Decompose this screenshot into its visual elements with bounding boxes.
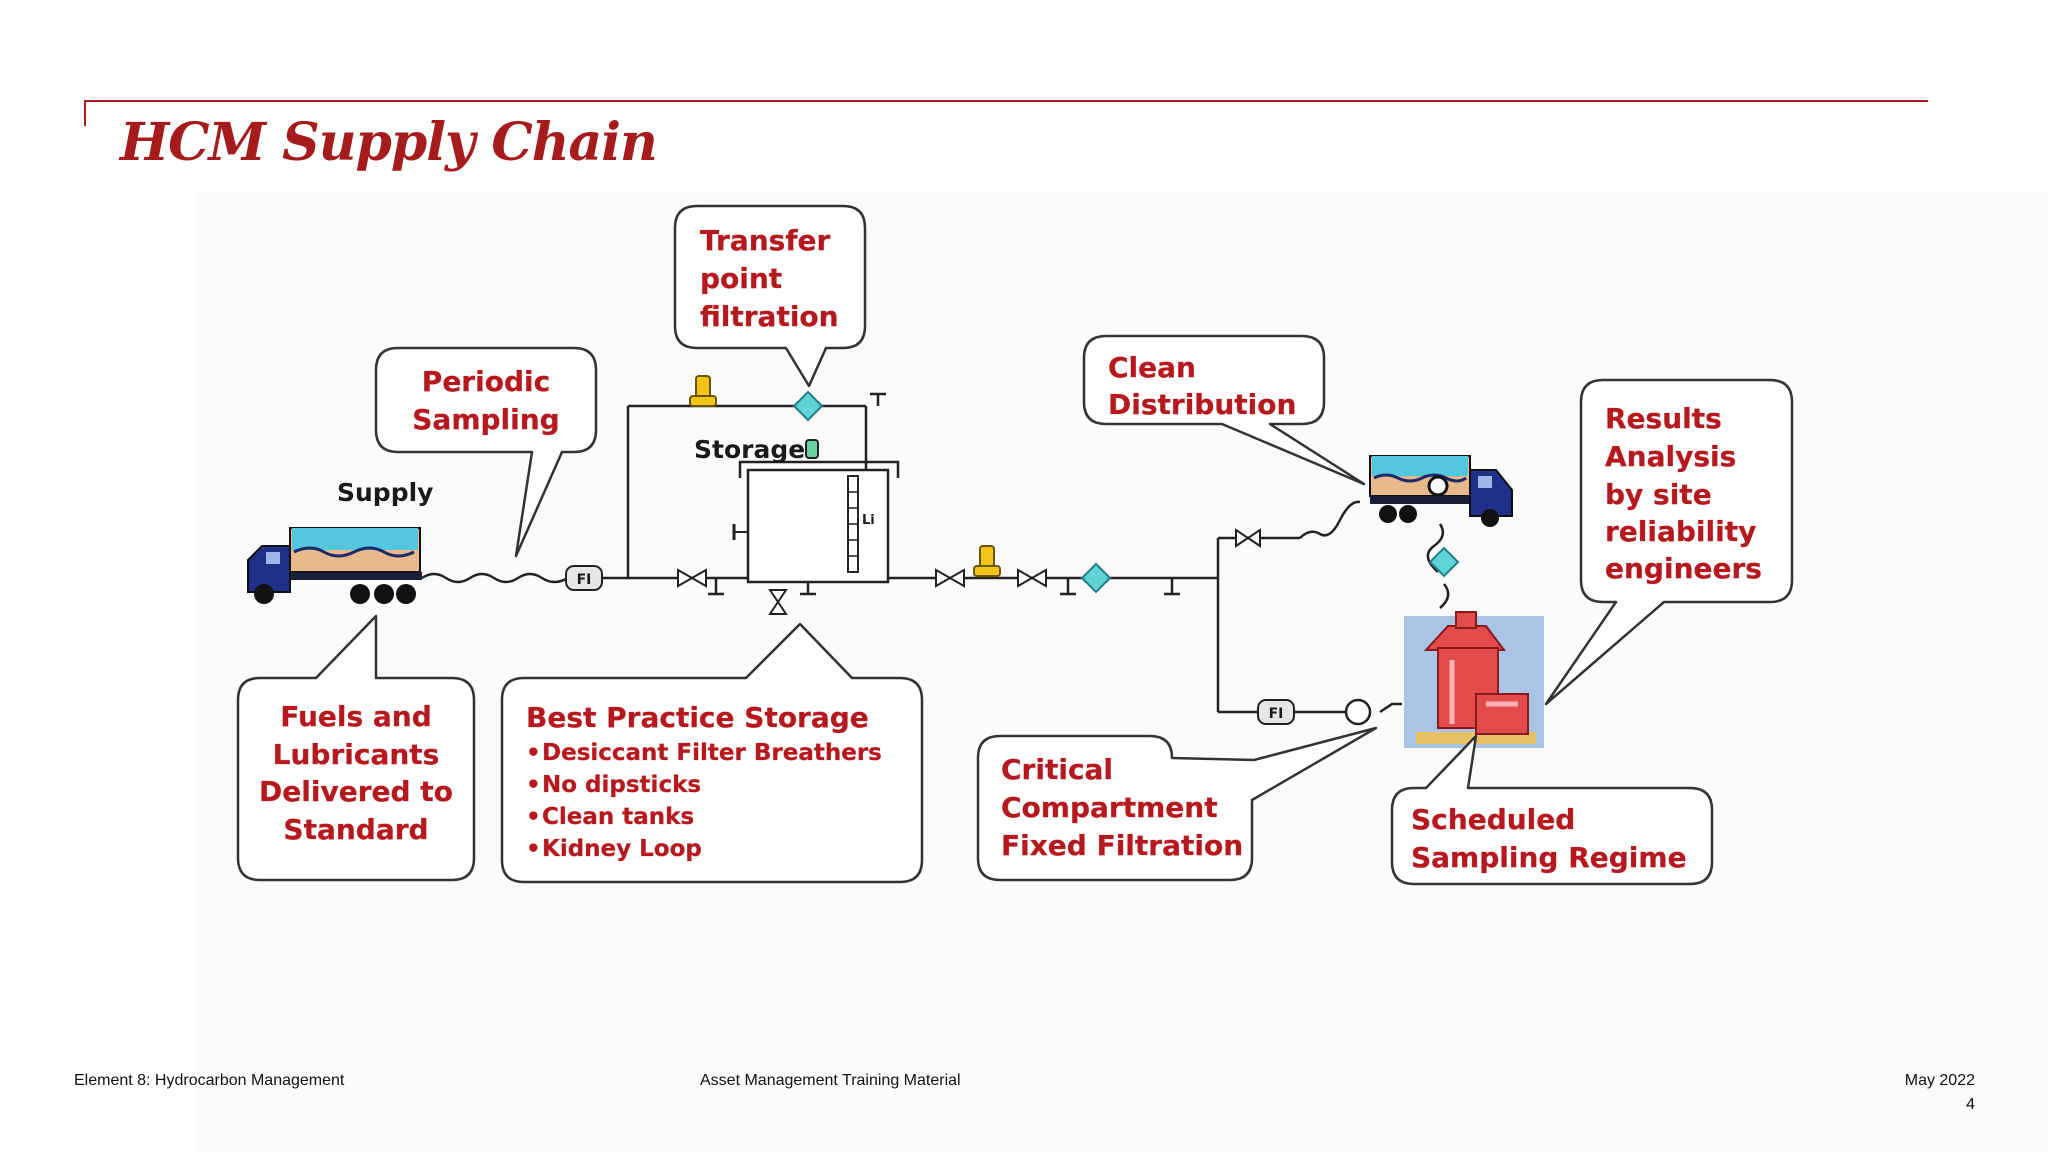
callout-bubbles — [236, 204, 1794, 886]
title-rule — [84, 100, 1928, 102]
best-practice-bullet-1: Desiccant Filter Breathers — [542, 740, 882, 766]
fuels-line-3: Delivered to — [259, 775, 453, 808]
clean-callout: Clean Distribution — [1108, 351, 1297, 422]
supply-label: Supply — [337, 478, 433, 507]
best-practice-heading: Best Practice Storage — [526, 701, 869, 734]
svg-text:•: • — [526, 772, 541, 798]
scheduled-callout: Scheduled Sampling Regime — [1411, 803, 1687, 875]
supply-hose — [421, 572, 569, 584]
svg-text:•: • — [526, 740, 541, 766]
clean-callout-shape — [1082, 334, 1366, 486]
periodic-line-2: Sampling — [412, 403, 559, 436]
results-line-1: Results — [1605, 402, 1722, 435]
scheduled-line-1: Scheduled — [1411, 803, 1575, 836]
breather-icon — [805, 439, 819, 459]
distribution-filter-icon — [1080, 562, 1112, 594]
periodic-line-1: Periodic — [422, 365, 550, 398]
results-callout: Results Analysis by site reliability eng… — [1605, 402, 1763, 586]
distribution-hose — [1299, 500, 1361, 539]
transfer-callout: Transfer point filtration — [700, 224, 839, 334]
fuels-callout-shape — [236, 614, 476, 882]
slide-title: HCM Supply Chain — [120, 112, 658, 173]
gate-valve-icons — [677, 528, 1261, 615]
sampling-filter-icon — [1428, 546, 1460, 578]
drain-valve-icons — [708, 392, 1180, 596]
storage-tank: Li — [732, 460, 900, 584]
transfer-line-1: Transfer — [700, 224, 830, 257]
svg-text:FI: FI — [1269, 706, 1284, 722]
filter-diamond-icons — [792, 390, 1460, 594]
critical-line-2: Compartment — [1001, 791, 1218, 824]
results-line-2: Analysis — [1605, 440, 1736, 473]
scheduled-callout-shape — [1390, 734, 1714, 886]
fuels-line-2: Lubricants — [273, 738, 440, 771]
periodic-callout-shape — [374, 346, 598, 558]
title-rule-tick — [84, 100, 86, 126]
piping — [421, 404, 1450, 714]
storage-label: Storage — [694, 435, 805, 464]
transfer-line-2: point — [700, 262, 782, 295]
transfer-line-3: filtration — [700, 300, 839, 333]
level-tag: Li — [862, 513, 875, 528]
fuels-line-4: Standard — [283, 813, 428, 846]
results-callout-shape — [1544, 378, 1794, 706]
flow-indicator-critical: FI — [1257, 699, 1295, 725]
best-practice-callout-shape — [500, 622, 924, 884]
flow-indicator-supply: FI — [565, 565, 603, 591]
clean-line-2: Distribution — [1108, 388, 1296, 421]
footer-date: May 2022 — [1904, 1072, 1975, 1089]
best-practice-bullet-4: Kidney Loop — [542, 836, 702, 862]
results-line-3: by site — [1605, 478, 1712, 511]
scheduled-line-2: Sampling Regime — [1411, 841, 1687, 874]
hose-reel-icon — [1427, 475, 1449, 497]
critical-callout-shape — [976, 726, 1378, 882]
svg-text:•: • — [526, 836, 541, 862]
fuels-callout: Fuels and Lubricants Delivered to Standa… — [259, 700, 453, 847]
equipment-machine-icon — [1404, 611, 1544, 748]
best-practice-bullet-2: No dipsticks — [542, 772, 701, 798]
results-line-4: reliability — [1605, 515, 1756, 548]
fuels-line-1: Fuels and — [280, 700, 432, 733]
sample-line-bottom — [1439, 583, 1450, 609]
critical-callout: Critical Compartment Fixed Filtration — [1001, 753, 1244, 863]
svg-text:•: • — [526, 804, 541, 830]
best-practice-bullet-3: Clean tanks — [542, 804, 694, 830]
filter-housing-icon — [1344, 698, 1372, 726]
transfer-filter-icon — [792, 390, 824, 422]
distribution-truck-icon — [1369, 455, 1513, 527]
supply-truck-icon — [247, 527, 422, 604]
yellow-valve-icons — [689, 375, 1001, 577]
clean-line-1: Clean — [1108, 351, 1196, 384]
best-practice-callout: Best Practice Storage • Desiccant Filter… — [526, 701, 882, 863]
page-number: 4 — [1966, 1096, 1975, 1113]
footer-center: Asset Management Training Material — [700, 1072, 961, 1089]
transfer-callout-shape — [673, 204, 867, 388]
critical-line-1: Critical — [1001, 753, 1113, 786]
footer-left: Element 8: Hydrocarbon Management — [74, 1072, 345, 1089]
svg-text:FI: FI — [577, 572, 592, 588]
periodic-callout: Periodic Sampling — [412, 365, 560, 437]
critical-line-3: Fixed Filtration — [1001, 829, 1243, 862]
results-line-5: engineers — [1605, 552, 1762, 585]
